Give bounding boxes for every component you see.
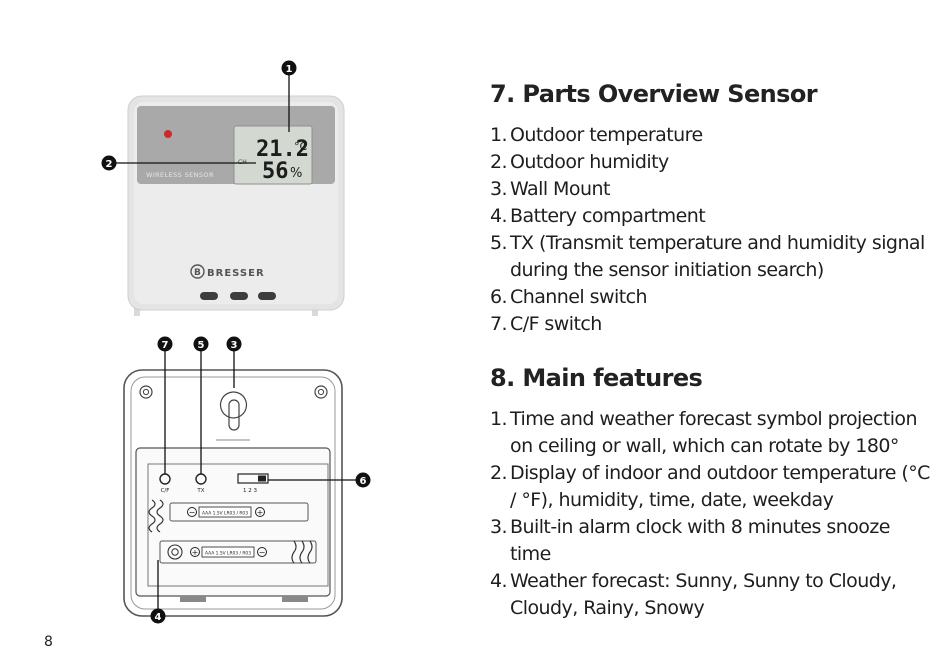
svg-text:AAA 1.5V LR03 / R03: AAA 1.5V LR03 / R03 — [205, 551, 251, 557]
svg-text:5: 5 — [198, 340, 205, 351]
list-item: 7.C/F switch — [490, 313, 602, 335]
lcd-screen — [233, 125, 313, 185]
features-list: 1.Time and weather forecast symbol proje… — [490, 406, 930, 622]
battery-slot-1: − AAA 1.5V LR03 / R03 + — [148, 499, 309, 533]
wall-mount-hole — [219, 391, 248, 419]
svg-text:2: 2 — [106, 159, 113, 170]
sensor-front-view: 21.2 °C 56 % CH WIRELESS SENSOR B BRESSE… — [127, 95, 345, 316]
sensor-back-view: C/F TX 1 2 3 − AAA 1.5V LR03 / R03 + + A… — [123, 369, 343, 617]
list-item: 6.Channel switch — [490, 286, 648, 308]
lcd-temp-unit: °C — [294, 140, 308, 153]
callout-6: 6 — [268, 472, 371, 488]
battery-compartment — [135, 447, 331, 597]
svg-text:−: − — [189, 508, 196, 517]
list-item: 3.Built-in alarm clock with 8 minutes sn… — [490, 516, 890, 565]
svg-text:TX: TX — [196, 488, 204, 494]
callout-4: 4 — [150, 560, 166, 624]
svg-text:−: − — [259, 548, 266, 557]
lcd-temperature: 21.2 — [256, 137, 309, 162]
list-item: 1.Outdoor temperature — [490, 124, 703, 146]
svg-text:1 2 3: 1 2 3 — [243, 488, 257, 494]
list-item: 5.TX (Transmit temperature and humidity … — [490, 232, 925, 281]
callout-5: 5 — [193, 336, 209, 474]
svg-text:7: 7 — [162, 340, 169, 351]
list-item: 2.Outdoor humidity — [490, 151, 669, 173]
wireless-sensor-label: WIRELESS SENSOR — [146, 171, 214, 179]
svg-text:AAA 1.5V LR03 / R03: AAA 1.5V LR03 / R03 — [202, 511, 248, 517]
svg-text:6: 6 — [360, 476, 367, 487]
sensor-figure: 21.2 °C 56 % CH WIRELESS SENSOR B BRESSE… — [101, 60, 371, 624]
battery-slot-2: + AAA 1.5V LR03 / R03 − — [159, 540, 317, 564]
section-title-parts-overview: 7. Parts Overview Sensor — [490, 80, 818, 108]
callout-3: 3 — [226, 336, 242, 388]
page-number: 8 — [44, 634, 53, 650]
svg-text:3: 3 — [231, 340, 238, 351]
svg-text:1: 1 — [286, 64, 293, 75]
svg-text:+: + — [192, 548, 199, 557]
list-item: 4.Battery compartment — [490, 205, 706, 227]
lcd-humidity: 56 — [262, 159, 289, 184]
svg-text:B: B — [194, 268, 201, 278]
list-item: 1.Time and weather forecast symbol proje… — [490, 408, 918, 457]
svg-text:4: 4 — [155, 612, 162, 623]
text-column: 7. Parts Overview Sensor 1.Outdoor tempe… — [490, 80, 930, 622]
list-item: 4.Weather forecast: Sunny, Sunny to Clou… — [490, 570, 897, 619]
parts-list: 1.Outdoor temperature 2.Outdoor humidity… — [490, 122, 930, 338]
list-item: 3.Wall Mount — [490, 178, 610, 200]
section-title-main-features: 8. Main features — [490, 364, 703, 392]
lcd-humidity-unit: % — [290, 166, 302, 181]
callout-1: 1 — [281, 60, 297, 132]
svg-text:C/F: C/F — [161, 488, 170, 494]
brand-logo-mark — [190, 264, 205, 279]
list-item: 2.Display of indoor and outdoor temperat… — [490, 462, 930, 511]
svg-text:+: + — [257, 508, 264, 517]
brand-logo: BRESSER — [207, 268, 265, 279]
channel-switch — [237, 473, 269, 484]
led-indicator — [164, 130, 172, 138]
callout-7: 7 — [157, 336, 173, 474]
callout-2: 2 — [101, 155, 256, 171]
